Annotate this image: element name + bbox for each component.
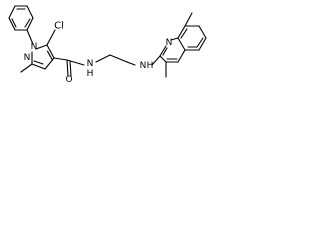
chemical-structure-diagram: Cl N N O N H N H N	[8, 5, 207, 86]
quinoline-benzo-ring	[177, 25, 207, 51]
quinoline-pyridine-ring	[159, 37, 186, 63]
carbonyl-oxygen-label: O	[65, 75, 72, 85]
benzo-methyl-bond	[184, 12, 193, 27]
quinoline-nitrogen-label: N	[166, 38, 173, 48]
pyrazole-n1-label: N	[31, 42, 38, 52]
chlorine-label: Cl	[54, 21, 64, 32]
amide-nitrogen-label: N	[87, 59, 94, 69]
amine-nitrogen-label: N	[140, 61, 147, 71]
carbonyl-double-bond	[66, 59, 72, 77]
c4-carbonyl-bond	[53, 57, 68, 61]
c-cl-bond	[46, 29, 56, 46]
pyrazole-ring	[31, 44, 55, 70]
phenyl-ring	[8, 5, 34, 31]
atom-labels: Cl N N O N H N H N	[24, 21, 173, 86]
phenyl-n1-bond	[26, 29, 34, 45]
carbonyl-amide-bond	[66, 59, 85, 66]
pyrazole-n2-label: N	[24, 53, 31, 63]
ethylene-linker	[95, 54, 136, 66]
amine-hydrogen-label: H	[147, 61, 154, 71]
amine-quinoline-bond	[151, 55, 161, 66]
amide-hydrogen-label: H	[87, 69, 94, 79]
pyrazole-methyl-bond	[20, 63, 33, 73]
